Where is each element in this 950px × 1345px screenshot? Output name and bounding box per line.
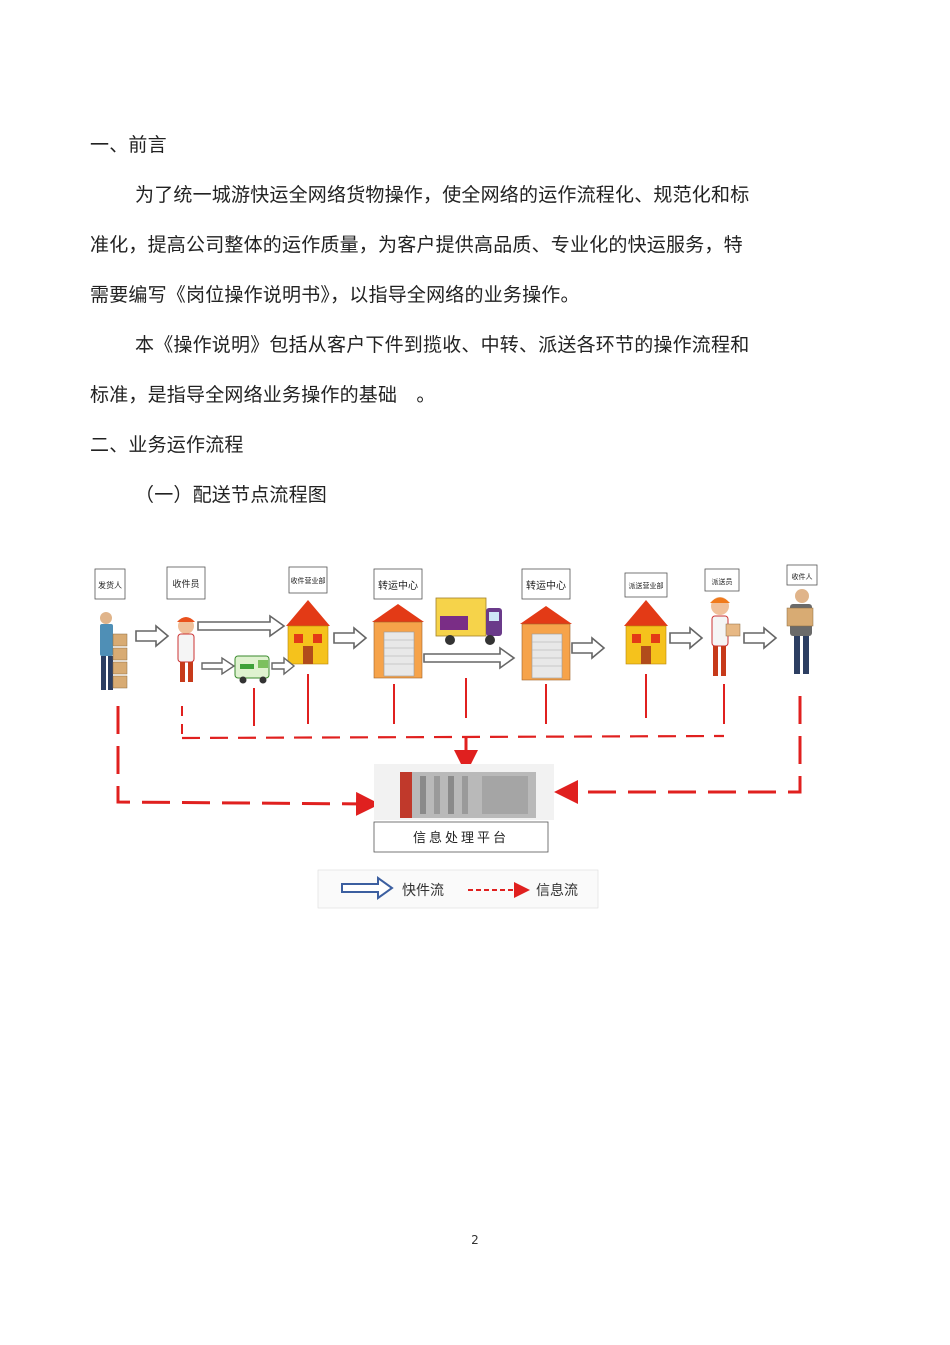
express-arrow-long-top: [197, 614, 286, 638]
node-label-transfer-center-2: 转运中心: [521, 568, 571, 600]
svg-text:收件营业部: 收件营业部: [291, 576, 326, 585]
express-arrow-1: [135, 625, 169, 647]
van-icon: [234, 655, 270, 684]
express-arrow-van-to-branch: [271, 656, 296, 676]
paragraph-2-line-2: 标准，是指导全网络业务操作的基础 。: [90, 384, 436, 406]
node-label-delivery-courier: 派送员: [704, 568, 740, 592]
heading-preface: 一、前言: [90, 134, 167, 156]
express-arrow-3: [571, 637, 605, 659]
express-arrow-5: [743, 627, 777, 649]
paragraph-1-line-2: 准化，提高公司整体的运作质量，为客户提供高品质、专业化的快运服务，特: [90, 234, 743, 256]
info-flow-from-recipient: [554, 696, 802, 804]
node-label-pickup-branch: 收件营业部: [288, 566, 328, 594]
delivery-node-flowchart: 发货人 收件员 收件营业部 转运中心 转运中心 派送营业部 派送员 收件人: [94, 564, 818, 909]
svg-text:收件人: 收件人: [792, 572, 813, 581]
info-collection-dashed-line: [181, 706, 725, 774]
page-number: 2: [471, 1233, 479, 1247]
svg-text:转运中心: 转运中心: [526, 579, 566, 592]
svg-text:收件员: 收件员: [172, 578, 199, 590]
paragraph-1-line-1: 为了统一城游快运全网络货物操作，使全网络的运作流程化、规范化和标: [135, 184, 750, 206]
express-arrow-long-middle: [423, 646, 516, 670]
pickup-branch-icon: [285, 599, 331, 665]
recipient-figure: [786, 589, 814, 674]
paragraph-1-line-3: 需要编写《岗位操作说明书》，以指导全网络的业务操作。: [90, 284, 580, 306]
transfer-center-1-icon: [371, 603, 425, 679]
transfer-center-2-icon: [519, 605, 573, 681]
legend: 快件流 信息流: [317, 869, 599, 909]
info-flow-from-sender: [116, 706, 380, 816]
legend-express-label: 快件流: [402, 883, 444, 899]
sender-figure: [100, 612, 128, 690]
node-label-delivery-branch: 派送营业部: [624, 572, 668, 598]
courier-figure: [177, 617, 195, 682]
server-icon: [374, 764, 554, 820]
heading-business-flow: 二、业务运作流程: [90, 434, 244, 456]
svg-text:转运中心: 转运中心: [378, 579, 418, 592]
svg-text:发货人: 发货人: [98, 580, 122, 590]
node-label-courier: 收件员: [166, 566, 206, 600]
paragraph-2-line-1: 本《操作说明》包括从客户下件到揽收、中转、派送各环节的操作流程和: [135, 334, 750, 356]
svg-text:信息处理平台: 信息处理平台: [413, 830, 509, 846]
svg-text:派送员: 派送员: [712, 577, 733, 586]
legend-info-label: 信息流: [536, 882, 578, 899]
legend-express-arrow-icon: [341, 876, 394, 900]
platform-label: 信息处理平台: [373, 821, 549, 853]
express-arrow-4: [669, 627, 703, 649]
express-arrow-2: [333, 627, 367, 649]
node-label-transfer-center-1: 转运中心: [373, 568, 423, 600]
heading-delivery-flowchart: （一）配送节点流程图: [135, 484, 328, 506]
express-arrow-to-van: [201, 656, 236, 676]
delivery-courier-figure: [710, 597, 741, 676]
truck-icon: [435, 597, 502, 645]
info-drop-lines: [253, 674, 725, 726]
node-label-recipient: 收件人: [786, 564, 818, 586]
svg-text:派送营业部: 派送营业部: [629, 581, 664, 590]
delivery-branch-icon: [623, 599, 669, 665]
node-label-sender: 发货人: [94, 568, 126, 600]
